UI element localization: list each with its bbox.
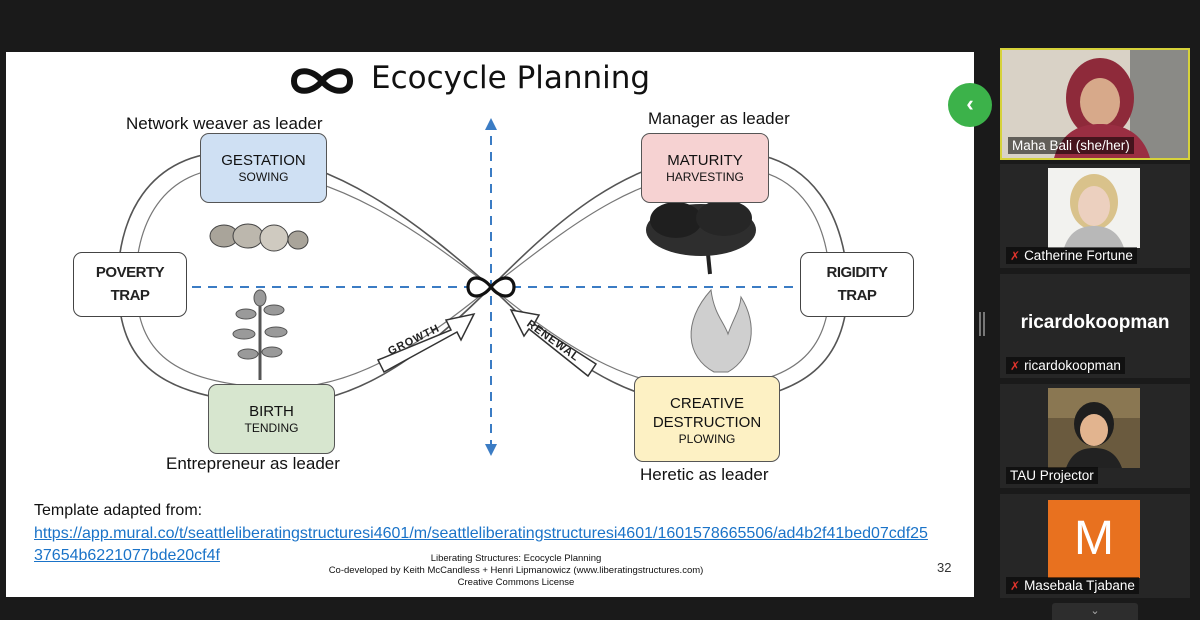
participant-tile-tau[interactable]: TAU Projector <box>1000 384 1190 488</box>
template-label: Template adapted from: <box>34 502 203 519</box>
growth-arrow-icon <box>376 312 476 374</box>
phase-gestation: GESTATION SOWING <box>200 133 327 203</box>
mic-muted-icon: ✗ <box>1010 249 1021 263</box>
rigidity-trap-line2: TRAP <box>837 287 877 304</box>
renewal-arrow-icon <box>509 308 598 378</box>
sapling-icon <box>232 289 288 380</box>
rigidity-trap-line1: RIGIDITY <box>826 264 888 281</box>
poverty-trap: POVERTY TRAP <box>73 252 187 317</box>
credits-line2: Co-developed by Keith McCandless + Henri… <box>328 565 704 576</box>
leader-manager: Manager as leader <box>648 109 790 128</box>
credits-line1: Liberating Structures: Ecocycle Planning <box>430 553 602 564</box>
participant-tile-catherine[interactable]: ✗Catherine Fortune <box>1000 164 1190 268</box>
phase-birth: BIRTH TENDING <box>208 384 335 454</box>
template-link[interactable]: https://app.mural.co/t/seattleliberating… <box>34 525 928 564</box>
participant-tile-maha[interactable]: Maha Bali (she/her) <box>1000 48 1190 160</box>
phase-creative-destruction: CREATIVE DESTRUCTION PLOWING <box>634 376 780 462</box>
leader-heretic: Heretic as leader <box>640 465 769 484</box>
poverty-trap-line2: TRAP <box>110 287 150 304</box>
phase-maturity: MATURITY HARVESTING <box>641 133 769 203</box>
leader-network-weaver: Network weaver as leader <box>126 114 323 133</box>
tree-icon <box>646 200 756 275</box>
phase-maturity-sub: HARVESTING <box>666 170 744 184</box>
center-infinity-icon <box>466 276 516 298</box>
participant-name: ✗Catherine Fortune <box>1006 247 1137 264</box>
ecocycle-logo-icon <box>290 68 354 94</box>
slide-number: 32 <box>937 560 952 575</box>
phase-destruction-title-2: DESTRUCTION <box>652 414 762 431</box>
participant-name: ✗Masebala Tjabane <box>1006 577 1139 594</box>
mic-muted-icon: ✗ <box>1010 579 1021 593</box>
chevron-left-icon: ‹ <box>966 91 974 116</box>
phase-birth-title: BIRTH <box>249 403 294 420</box>
participant-tile-masebala[interactable]: M ✗Masebala Tjabane <box>1000 494 1190 598</box>
scroll-more-participants-button[interactable]: ⌄ <box>1052 603 1138 620</box>
slide-credits: Liberating Structures: Ecocycle Planning… <box>286 553 746 589</box>
phase-maturity-title: MATURITY <box>667 152 743 169</box>
fire-icon <box>690 288 752 373</box>
participant-name: Maha Bali (she/her) <box>1008 137 1134 154</box>
participant-photo-tau <box>1048 388 1140 468</box>
seeds-icon <box>209 223 309 252</box>
participant-tile-ricardo[interactable]: ricardokoopman ✗ricardokoopman <box>1000 274 1190 378</box>
participant-avatar: M <box>1048 500 1140 578</box>
mic-muted-icon: ✗ <box>1010 359 1021 373</box>
axis-arrow-up-icon <box>485 118 497 130</box>
phase-birth-sub: TENDING <box>244 421 299 435</box>
axis-arrow-down-icon <box>485 444 497 456</box>
collapse-panel-button[interactable]: ‹ <box>948 83 992 127</box>
participant-name: TAU Projector <box>1006 467 1098 484</box>
poverty-trap-line1: POVERTY <box>95 264 165 281</box>
phase-destruction-sub: PLOWING <box>678 432 736 446</box>
participant-display-name: ricardokoopman <box>1020 312 1170 333</box>
participant-name: ✗ricardokoopman <box>1006 357 1125 374</box>
phase-gestation-title: GESTATION <box>221 152 306 169</box>
slide-title: Ecocycle Planning <box>371 60 651 96</box>
shared-slide: Ecocycle Planning Network weaver as lead… <box>6 52 974 597</box>
ecocycle-diagram <box>117 118 849 456</box>
phase-destruction-title-1: CREATIVE <box>670 395 744 412</box>
participant-photo-catherine <box>1048 168 1140 248</box>
leader-entrepreneur: Entrepreneur as leader <box>166 454 340 473</box>
credits-line3: Creative Commons License <box>457 577 575 588</box>
chevron-down-icon: ⌄ <box>1090 605 1100 617</box>
phase-gestation-sub: SOWING <box>238 170 289 184</box>
panel-resize-handle[interactable] <box>979 312 985 336</box>
rigidity-trap: RIGIDITY TRAP <box>800 252 914 317</box>
